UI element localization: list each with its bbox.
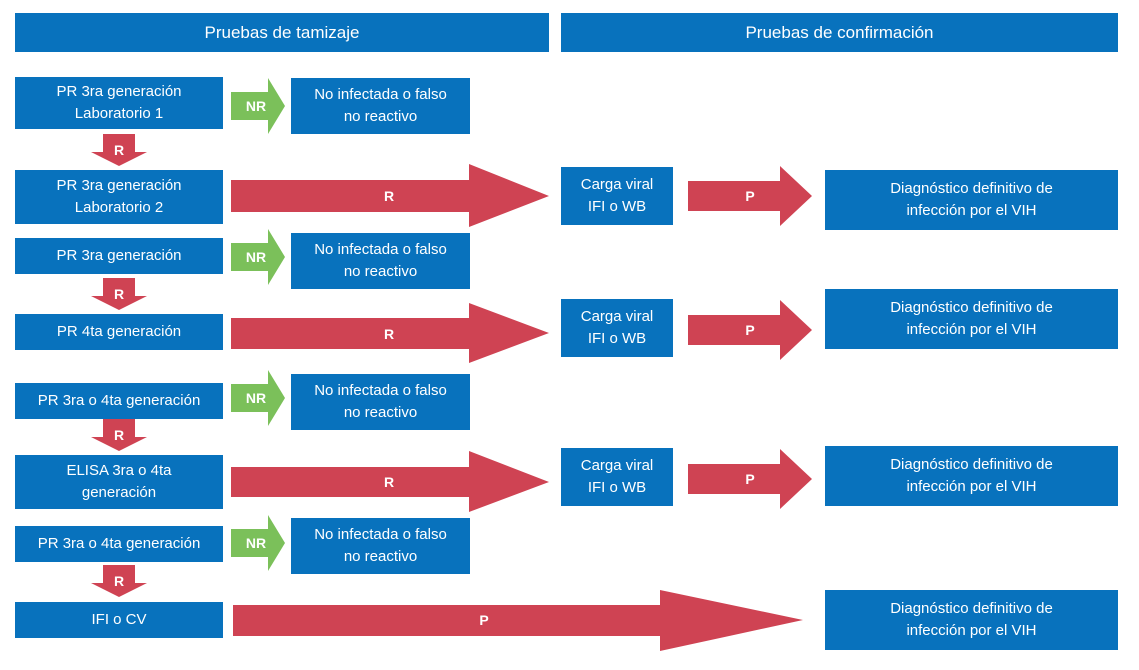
r-arrow-2: R (231, 303, 549, 363)
box-no-infectada-1: No infectada o falso no reactivo (291, 78, 470, 134)
nr-arrow-4-label: NR (246, 535, 266, 551)
box-pr4: PR 4ta generación (15, 314, 223, 350)
nr-arrow-4: NR (231, 515, 285, 571)
box-diagnostico-4-label: Diagnóstico definitivo de infección por … (890, 600, 1053, 639)
box-carga-viral-3: Carga viral IFI o WB (561, 448, 673, 506)
r-down-arrow-4: R (91, 565, 147, 597)
nr-arrow-2-label: NR (246, 249, 266, 265)
box-carga-viral-1: Carga viral IFI o WB (561, 167, 673, 225)
p-arrow-2-label: P (745, 322, 754, 338)
p-arrow-3-label: P (745, 471, 754, 487)
r-down-arrow-3-label: R (114, 427, 124, 443)
box-pr3-lab1: PR 3ra generación Laboratorio 1 (15, 77, 223, 129)
box-pr3o4-a: PR 3ra o 4ta generación (15, 383, 223, 419)
nr-arrow-1: NR (231, 78, 285, 134)
box-elisa: ELISA 3ra o 4ta generación (15, 455, 223, 509)
box-no-infectada-4: No infectada o falso no reactivo (291, 518, 470, 574)
header-confirmation-label: Pruebas de confirmación (745, 22, 934, 42)
r-down-arrow-4-label: R (114, 573, 124, 589)
p-arrow-1: P (688, 166, 812, 226)
box-pr3-lab1-label: PR 3ra generación Laboratorio 1 (56, 83, 182, 122)
r-down-arrow-2: R (91, 278, 147, 310)
nr-arrow-3-label: NR (246, 390, 266, 406)
r-arrow-3-label: R (384, 474, 394, 490)
r-arrow-1-label: R (384, 188, 394, 204)
p-arrow-3: P (688, 449, 812, 509)
nr-arrow-1-label: NR (246, 98, 266, 114)
p-arrow-long-label: P (479, 612, 488, 628)
p-arrow-2: P (688, 300, 812, 360)
r-down-arrow-1: R (91, 134, 147, 166)
box-diagnostico-1: Diagnóstico definitivo de infección por … (825, 170, 1118, 230)
box-elisa-label: ELISA 3ra o 4ta generación (66, 462, 172, 501)
box-ifi-cv: IFI o CV (15, 602, 223, 638)
box-no-infectada-4-label: No infectada o falso no reactivo (314, 526, 447, 565)
box-carga-viral-3-label: Carga viral IFI o WB (580, 457, 654, 496)
box-carga-viral-1-label: Carga viral IFI o WB (580, 176, 654, 215)
p-arrow-1-label: P (745, 188, 754, 204)
header-screening: Pruebas de tamizaje (15, 13, 549, 52)
box-pr3o4-b: PR 3ra o 4ta generación (15, 526, 223, 562)
box-no-infectada-3-label: No infectada o falso no reactivo (314, 382, 447, 421)
r-down-arrow-1-label: R (114, 142, 124, 158)
r-arrow-2-label: R (384, 326, 394, 342)
box-carga-viral-2-label: Carga viral IFI o WB (580, 308, 654, 347)
box-diagnostico-4: Diagnóstico definitivo de infección por … (825, 590, 1118, 650)
nr-arrow-3: NR (231, 370, 285, 426)
box-pr3-label: PR 3ra generación (56, 247, 182, 264)
box-pr3-lab2: PR 3ra generación Laboratorio 2 (15, 170, 223, 224)
box-diagnostico-3-label: Diagnóstico definitivo de infección por … (890, 456, 1053, 495)
box-no-infectada-3: No infectada o falso no reactivo (291, 374, 470, 430)
p-arrow-long: P (233, 590, 803, 651)
header-confirmation: Pruebas de confirmación (561, 13, 1118, 52)
box-pr4-label: PR 4ta generación (56, 323, 182, 340)
box-ifi-cv-label: IFI o CV (91, 611, 147, 628)
header-screening-label: Pruebas de tamizaje (204, 22, 360, 42)
box-diagnostico-2: Diagnóstico definitivo de infección por … (825, 289, 1118, 349)
box-no-infectada-2: No infectada o falso no reactivo (291, 233, 470, 289)
box-pr3: PR 3ra generación (15, 238, 223, 274)
box-no-infectada-1-label: No infectada o falso no reactivo (314, 86, 447, 125)
box-no-infectada-2-label: No infectada o falso no reactivo (314, 241, 447, 280)
nr-arrow-2: NR (231, 229, 285, 285)
box-pr3o4-a-label: PR 3ra o 4ta generación (37, 392, 201, 409)
r-arrow-1: R (231, 164, 549, 227)
box-pr3-lab2-label: PR 3ra generación Laboratorio 2 (56, 177, 182, 216)
box-pr3o4-b-label: PR 3ra o 4ta generación (37, 535, 201, 552)
r-down-arrow-2-label: R (114, 286, 124, 302)
r-down-arrow-3: R (91, 419, 147, 451)
box-diagnostico-3: Diagnóstico definitivo de infección por … (825, 446, 1118, 506)
r-arrow-3: R (231, 451, 549, 512)
box-diagnostico-1-label: Diagnóstico definitivo de infección por … (890, 180, 1053, 219)
box-carga-viral-2: Carga viral IFI o WB (561, 299, 673, 357)
box-diagnostico-2-label: Diagnóstico definitivo de infección por … (890, 299, 1053, 338)
